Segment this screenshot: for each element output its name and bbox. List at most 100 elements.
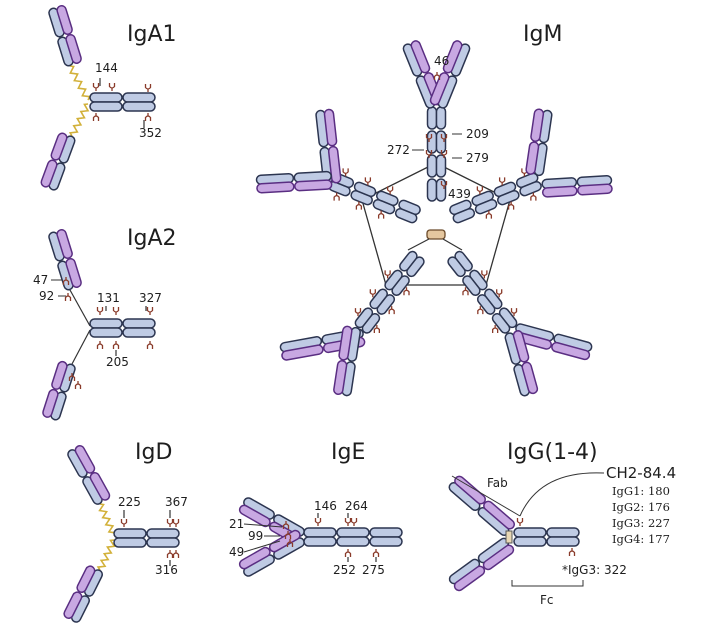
igg-fc-domain bbox=[546, 536, 580, 547]
igg-fab-lower-light-domain bbox=[453, 565, 486, 592]
igm-unit4-fc-domain bbox=[462, 275, 481, 296]
igm-unit5-fc-domain bbox=[384, 269, 403, 291]
igm-unit2-fc-domain bbox=[519, 180, 542, 197]
glycan-icon bbox=[568, 547, 576, 557]
glycan-icon bbox=[144, 112, 152, 122]
igd-fc-domain bbox=[113, 537, 147, 548]
igm-unit4-fc-domain bbox=[447, 256, 466, 278]
iga2-fab-upper-light-domain bbox=[56, 229, 73, 259]
ige-title: IgE bbox=[331, 440, 365, 465]
iga1-hinge-upper bbox=[69, 65, 91, 101]
igg1-site: IgG1: 180 bbox=[612, 484, 670, 498]
igm-unit2-fab-a-light-domain bbox=[525, 141, 540, 175]
igm-unit3-fab-b-light-domain bbox=[256, 181, 295, 194]
iga2-site-327: 327 bbox=[139, 291, 162, 305]
glycan-icon bbox=[172, 549, 180, 559]
igm-fc-domain bbox=[435, 154, 447, 178]
ige-site-99: 99 bbox=[248, 529, 263, 543]
glycan-icon bbox=[350, 517, 358, 527]
igg-fc-domain bbox=[546, 527, 580, 538]
iga2-fab-lower-light-domain bbox=[51, 360, 68, 390]
iga1-fc-domain bbox=[89, 92, 123, 103]
igm-unit2-fab-a-light-domain bbox=[530, 108, 545, 142]
igd-fab-lower-light-domain bbox=[63, 591, 83, 619]
ige-site-21: 21 bbox=[229, 517, 244, 531]
igm-unit2-fc-domain bbox=[497, 189, 520, 206]
igm-unit4-fab-b-light-domain bbox=[512, 330, 530, 363]
iga2-fc-domain bbox=[89, 318, 123, 329]
glycan-icon bbox=[108, 82, 116, 92]
glycan-icon bbox=[120, 518, 128, 528]
iga1-fab-lower-light-domain bbox=[40, 159, 58, 188]
iga1-fc-domain bbox=[122, 101, 156, 112]
igg2-site: IgG2: 176 bbox=[612, 500, 670, 514]
ige-site-146: 146 bbox=[314, 499, 337, 513]
igg-fc-domain bbox=[513, 527, 547, 538]
igm-unit5-fc-domain bbox=[369, 288, 388, 310]
igd-fc-domain bbox=[146, 528, 180, 539]
igg-title: IgG(1-4) bbox=[507, 440, 598, 465]
igd-hinge-upper bbox=[98, 503, 118, 537]
igm-unit5-fc-domain bbox=[399, 250, 418, 272]
igd-site-225: 225 bbox=[118, 495, 141, 509]
ige-fc-domain bbox=[369, 527, 403, 538]
iga2-fc-domain bbox=[122, 318, 156, 329]
igm-fc-domain bbox=[435, 178, 447, 202]
igm-fab-1b-light-domain bbox=[442, 40, 463, 74]
ige-site-275: 275 bbox=[362, 563, 385, 577]
igg-fab-label: Fab bbox=[487, 476, 508, 490]
iga1-fc-domain bbox=[122, 92, 156, 103]
igm-j-chain bbox=[426, 229, 446, 240]
igg4-site: IgG4: 177 bbox=[612, 532, 670, 546]
iga1-fc-domain bbox=[89, 101, 123, 112]
igd-fc-domain bbox=[113, 528, 147, 539]
iga2-site-205: 205 bbox=[106, 355, 129, 369]
iga2-title: IgA2 bbox=[127, 226, 177, 251]
iga1-title: IgA1 bbox=[127, 22, 177, 47]
igd-fab-upper-light-domain bbox=[89, 471, 111, 501]
igg-fc-label: Fc bbox=[540, 593, 554, 607]
glycan-icon bbox=[344, 517, 352, 527]
igg-fab-upper-light-domain bbox=[483, 500, 516, 530]
igm-unit4-fab-a-light-domain bbox=[551, 341, 591, 361]
igm-title: IgM bbox=[523, 22, 562, 47]
ige-site-264: 264 bbox=[345, 499, 368, 513]
igg3-site: IgG3: 227 bbox=[612, 516, 670, 530]
ige-fc-domain bbox=[303, 527, 337, 538]
iga1-fab-upper-light-domain bbox=[56, 5, 73, 35]
igg3-note: *IgG3: 322 bbox=[562, 563, 627, 577]
iga1-site-352: 352 bbox=[139, 126, 162, 140]
iga1-fab-upper-light-domain bbox=[65, 34, 82, 64]
ige-fc-domain bbox=[369, 536, 403, 547]
glycan-icon bbox=[144, 83, 152, 93]
glycan-icon bbox=[112, 306, 120, 316]
igg-ch2-label: CH2-84.4 bbox=[606, 464, 676, 482]
iga1-hinge-lower bbox=[68, 103, 90, 137]
iga1-fab-lower-light-domain bbox=[50, 132, 68, 161]
igm-fab-1a-light-domain bbox=[410, 40, 431, 74]
iga2-site-92: 92 bbox=[39, 289, 54, 303]
igm-site-439: 439 bbox=[448, 187, 471, 201]
ige-fc-domain bbox=[303, 536, 337, 547]
igd-hinge-lower bbox=[96, 539, 116, 571]
glycan-icon bbox=[92, 82, 100, 92]
glycan-icon bbox=[166, 549, 174, 559]
igm-unit3-fab-a-light-domain bbox=[327, 145, 342, 184]
igm-unit4-fc-domain bbox=[491, 312, 511, 334]
igm-site-279: 279 bbox=[466, 151, 489, 165]
glycan-icon bbox=[96, 340, 104, 350]
iga2-fc-domain bbox=[122, 327, 156, 338]
igm-unit2-fab-b-light-domain bbox=[577, 183, 613, 196]
ige-fab-lower-light-domain bbox=[238, 546, 271, 570]
iga2-site-47: 47 bbox=[33, 273, 48, 287]
igm-unit5-fc-domain bbox=[354, 307, 374, 329]
igm-unit4-fab-b-light-domain bbox=[521, 361, 539, 395]
igd-fc-domain bbox=[146, 537, 180, 548]
igm-unit3-fab-b-light-domain bbox=[294, 179, 333, 192]
glycan-icon bbox=[372, 548, 380, 558]
igm-unit3-fc-domain bbox=[376, 190, 399, 207]
igm-fab-1b-light-domain bbox=[429, 72, 450, 106]
glycan-icon bbox=[344, 548, 352, 558]
glycan-icon bbox=[146, 340, 154, 350]
